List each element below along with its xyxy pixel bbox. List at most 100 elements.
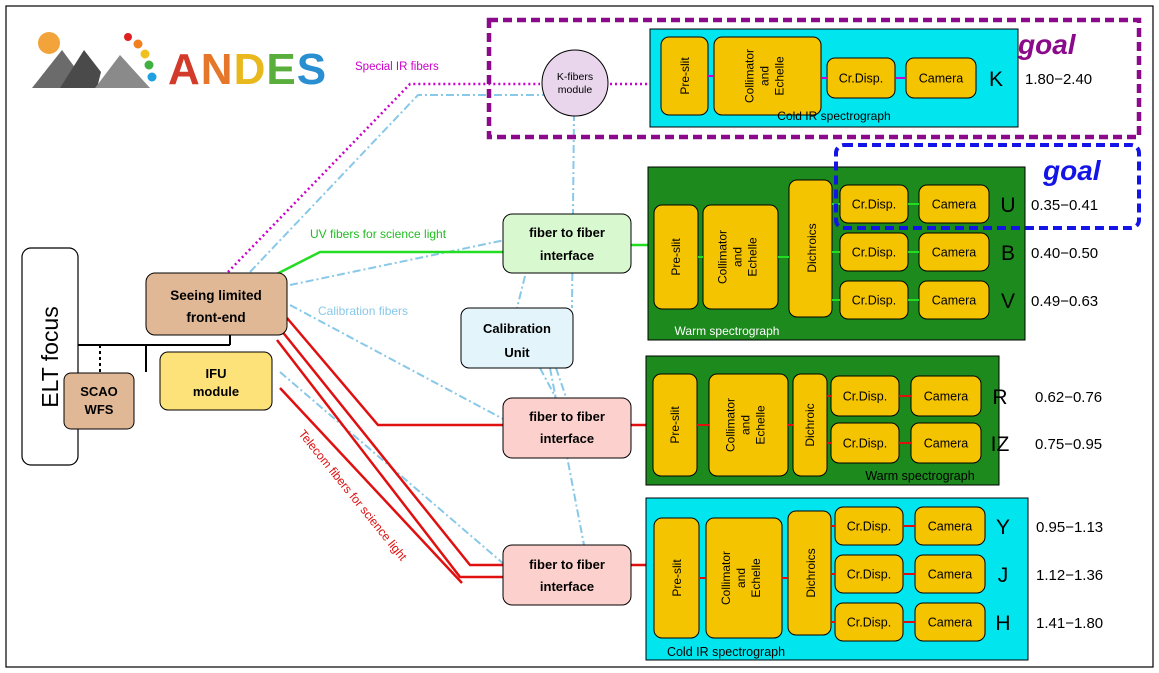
- iz-camera-label: Camera: [924, 437, 969, 451]
- fiber-interface-uv-label-1: fiber to fiber: [529, 225, 605, 240]
- y-band-letter: Y: [996, 516, 1010, 539]
- k-collimator-label-1: Collimator: [743, 49, 757, 103]
- u-crdisp-label: Cr.Disp.: [852, 198, 896, 212]
- front-end-label-2: front-end: [186, 310, 245, 325]
- h-range: 1.41−1.80: [1036, 615, 1103, 632]
- fiber-interface-ir: [502, 544, 632, 606]
- k-goal-box: [486, 17, 1142, 140]
- u-camera-label: Camera: [932, 198, 977, 212]
- y-crdisp-label: Cr.Disp.: [847, 520, 891, 534]
- yjh-collimator-label-3: Echelle: [749, 558, 763, 598]
- fiber-interface-red: [502, 397, 632, 459]
- j-camera-label: Camera: [928, 568, 973, 582]
- fiber-interface-red-label-1: fiber to fiber: [529, 409, 605, 424]
- telecom-fibers: [276, 317, 505, 584]
- yjh-spectrograph-name: Cold IR spectrograph: [667, 645, 785, 659]
- elt-focus-label: ELT focus: [37, 306, 63, 407]
- r-crdisp-label: Cr.Disp.: [843, 390, 887, 404]
- riz-collimator-label-3: Echelle: [754, 405, 768, 445]
- ubv-dichroics-label: Dichroics: [805, 223, 819, 272]
- special-ir-fiber: [227, 82, 540, 273]
- u-goal-label: goal: [1042, 155, 1102, 186]
- ifu-label-2: module: [193, 384, 239, 399]
- special-ir-fibers-label: Special IR fibers: [355, 61, 439, 73]
- ifu-module-box: [159, 351, 273, 411]
- riz-collimator-label-2: and: [739, 415, 753, 435]
- u-range: 0.35−0.41: [1031, 197, 1098, 214]
- b-range: 0.40−0.50: [1031, 245, 1098, 262]
- calibration-unit-box: [460, 307, 574, 369]
- k-collimator-label-3: Echelle: [773, 56, 787, 96]
- j-range: 1.12−1.36: [1036, 567, 1103, 584]
- riz-spectrograph-name: Warm spectrograph: [865, 469, 974, 483]
- scao-label: SCAO: [80, 384, 118, 399]
- k-collimator-label-2: and: [758, 66, 772, 86]
- calibration-unit-label-2: Unit: [504, 345, 530, 360]
- wfs-label: WFS: [85, 402, 114, 417]
- scao-wfs-box: [63, 372, 135, 430]
- iz-band-letter: IZ: [991, 433, 1010, 456]
- uv-fiber: [264, 250, 505, 282]
- fiber-interface-ir-label-2: interface: [540, 579, 594, 594]
- v-band-letter: V: [1001, 290, 1015, 313]
- front-end-label-1: Seeing limited: [170, 288, 262, 303]
- ubv-collimator-label-2: and: [731, 247, 745, 267]
- ubv-preslit-label: Pre-slit: [669, 238, 683, 276]
- b-band-letter: B: [1001, 242, 1015, 265]
- calibration-fibers: [249, 94, 585, 566]
- u-goal-box: [834, 143, 1141, 230]
- fiber-interface-ir-label-1: fiber to fiber: [529, 557, 605, 572]
- j-crdisp-label: Cr.Disp.: [847, 568, 891, 582]
- k-camera-label: Camera: [919, 72, 964, 86]
- k-band-letter: K: [989, 68, 1003, 91]
- k-range: 1.80−2.40: [1025, 71, 1092, 88]
- ubv-collimator-label-1: Collimator: [716, 230, 730, 284]
- v-camera-label: Camera: [932, 294, 977, 308]
- h-camera-label: Camera: [928, 616, 973, 630]
- k-fibers-module: [541, 49, 609, 117]
- iz-crdisp-label: Cr.Disp.: [843, 437, 887, 451]
- b-crdisp-label: Cr.Disp.: [852, 246, 896, 260]
- yjh-collimator-label-1: Collimator: [719, 551, 733, 605]
- calibration-unit-label-1: Calibration: [483, 321, 551, 336]
- calibration-fibers-label: Calibration fibers: [318, 304, 408, 318]
- fiber-interface-red-label-2: interface: [540, 431, 594, 446]
- u-band-letter: U: [1000, 194, 1015, 217]
- k-preslit-label: Pre-slit: [678, 57, 692, 95]
- ubv-dichroics: [788, 179, 833, 318]
- b-camera-label: Camera: [932, 246, 977, 260]
- riz-preslit-label: Pre-slit: [668, 406, 682, 444]
- v-crdisp-label: Cr.Disp.: [852, 294, 896, 308]
- andes-logo: ANDES: [32, 32, 327, 94]
- k-goal-label: goal: [1017, 29, 1077, 60]
- yjh-preslit-label: Pre-slit: [670, 559, 684, 597]
- yjh-collimator-label-2: and: [734, 568, 748, 588]
- y-camera-label: Camera: [928, 520, 973, 534]
- k-fibers-label-1: K-fibers: [557, 71, 593, 83]
- y-range: 0.95−1.13: [1036, 519, 1103, 536]
- k-fibers-label-2: module: [558, 84, 593, 96]
- front-end-box: [145, 272, 288, 336]
- r-camera-label: Camera: [924, 390, 969, 404]
- ubv-collimator-label-3: Echelle: [746, 237, 760, 277]
- svg-text:ANDES: ANDES: [168, 45, 327, 94]
- h-band-letter: H: [995, 612, 1010, 635]
- fiber-interface-uv-label-2: interface: [540, 248, 594, 263]
- riz-dichroic-label: Dichroic: [803, 403, 817, 446]
- yjh-dichroics-label: Dichroics: [804, 548, 818, 597]
- optical-path: [78, 335, 231, 372]
- riz-collimator-label-1: Collimator: [724, 398, 738, 452]
- k-crdisp-label: Cr.Disp.: [839, 72, 883, 86]
- r-band-letter: R: [992, 386, 1007, 409]
- iz-range: 0.75−0.95: [1035, 436, 1102, 453]
- h-crdisp-label: Cr.Disp.: [847, 616, 891, 630]
- v-range: 0.49−0.63: [1031, 293, 1098, 310]
- fiber-interface-uv: [502, 213, 632, 274]
- j-band-letter: J: [998, 564, 1009, 587]
- k-spectrograph-name: Cold IR spectrograph: [777, 109, 890, 123]
- r-range: 0.62−0.76: [1035, 389, 1102, 406]
- ifu-label-1: IFU: [206, 366, 227, 381]
